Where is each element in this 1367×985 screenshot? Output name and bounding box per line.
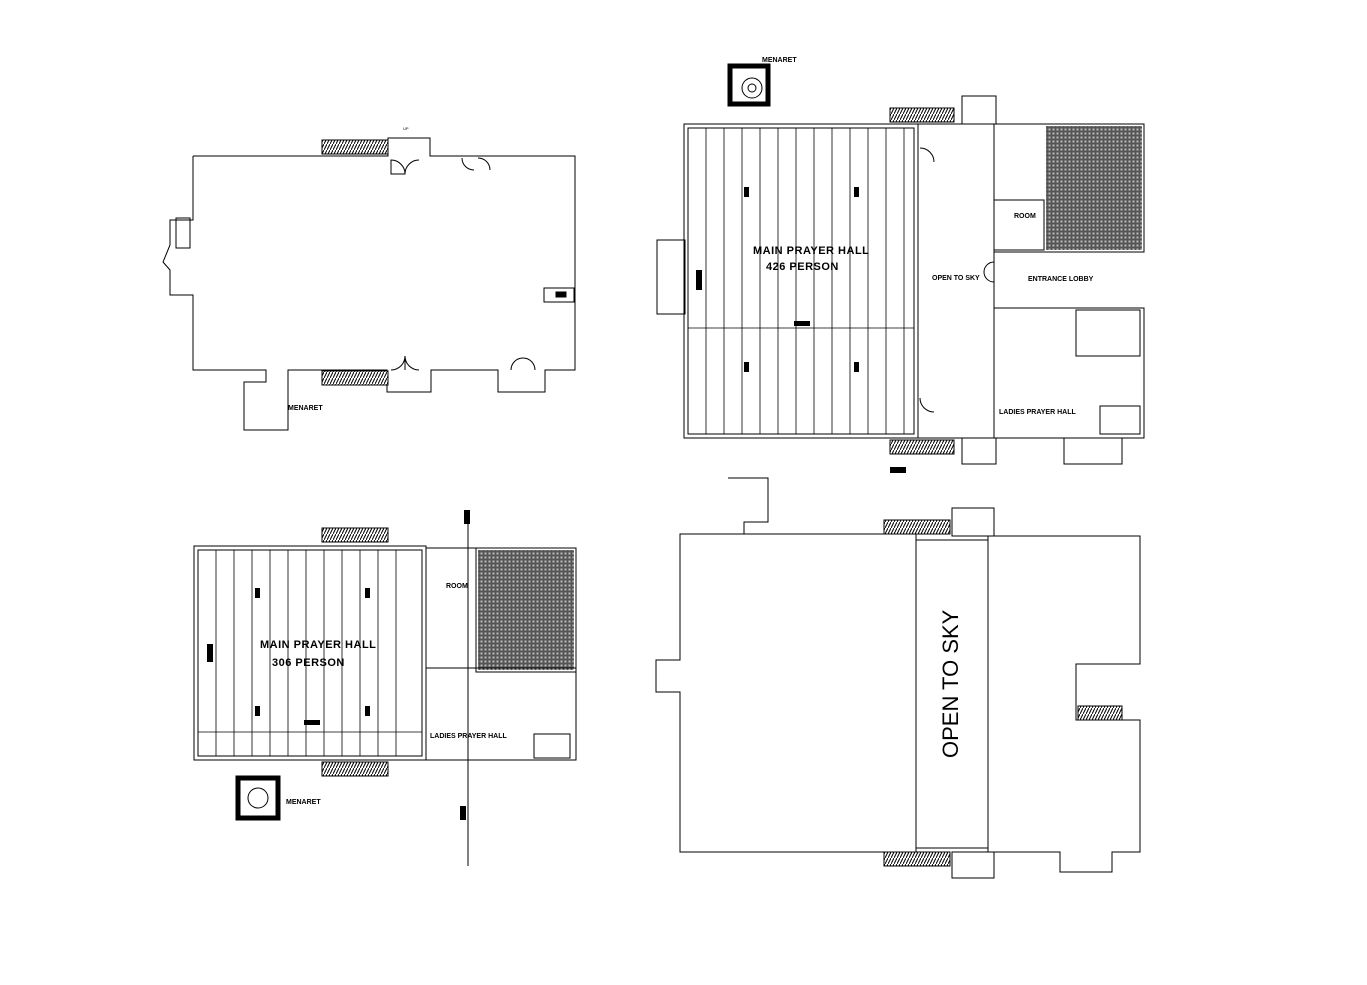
hall-columns-bottom [198,550,422,756]
open-to-sky-br: OPEN TO SKY [938,609,963,758]
room-label-bl: ROOM [446,583,468,590]
main-hall-capacity-tr: 426 PERSON [766,261,839,273]
open-to-sky-tr: OPEN TO SKY [932,275,980,282]
plan-top-right: MAIN PRAYER HALL 426 PERSON OPEN TO SKY … [656,57,1145,473]
main-hall-capacity-bl: 306 PERSON [272,657,345,669]
hall-columns-top [688,128,914,434]
plan-bottom-right: OPEN TO SKY [655,477,1141,879]
room-label-tr: ROOM [1014,213,1036,220]
menaret-label-bl: MENARET [286,799,321,806]
main-hall-title-tr: MAIN PRAYER HALL [753,245,869,257]
main-hall-title-bl: MAIN PRAYER HALL [260,639,376,651]
ladies-hall-bl: LADIES PRAYER HALL [430,733,507,740]
menaret-label-tr: MENARET [762,57,797,64]
ladies-hall-tr: LADIES PRAYER HALL [999,409,1076,416]
plan-top-left: MENARET UP [162,126,576,431]
menaret-label-tl: MENARET [288,405,323,412]
up-label-tl: UP [403,126,409,131]
entrance-lobby-tr: ENTRANCE LOBBY [1028,276,1094,283]
plan-bottom-left: MAIN PRAYER HALL 306 PERSON ROOM LADIES … [193,510,577,866]
